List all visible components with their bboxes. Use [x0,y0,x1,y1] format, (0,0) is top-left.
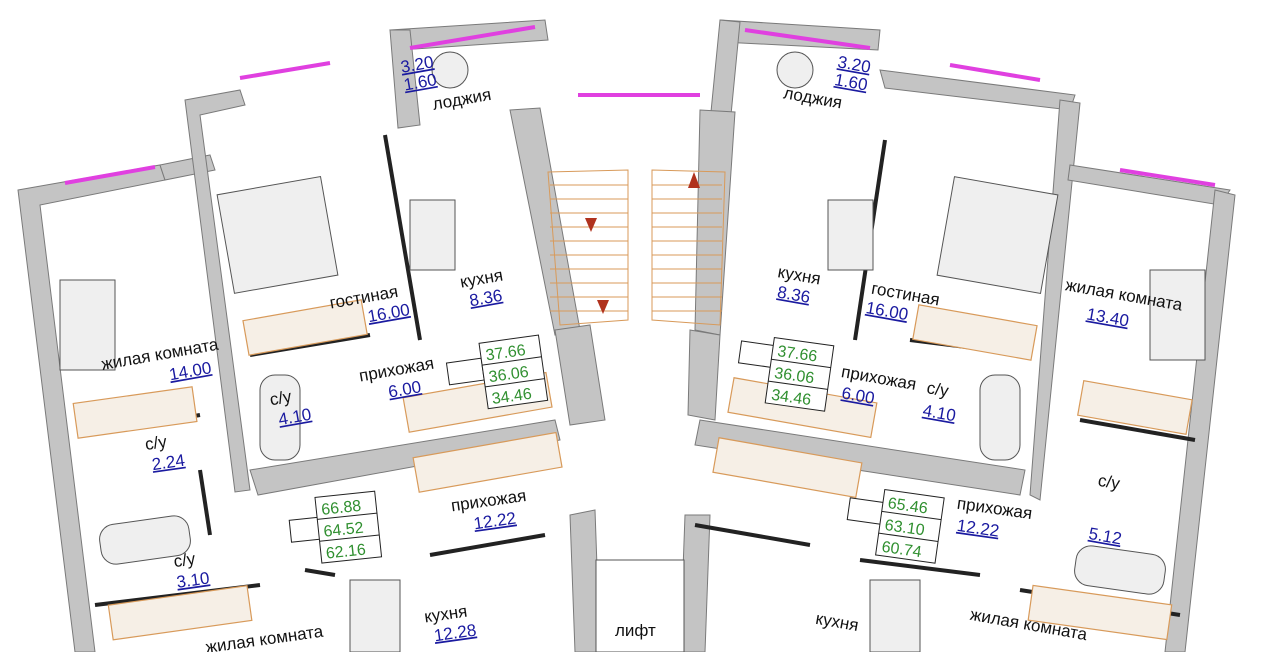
walls-right [679,19,1236,652]
arrow-up-icon [688,172,700,188]
arrow-down-icon [597,300,609,314]
furniture [59,51,1206,652]
totals-box-right-2: 65.46 63.10 60.74 [846,488,945,564]
bath2-label-left: с/у [144,432,169,454]
living-area-total: 36.06 [488,364,530,386]
room-area-left: 14.00 [168,358,213,384]
totals-box-right-1: 37.66 36.06 34.46 [737,336,835,412]
bath-label-left: с/у [268,387,293,410]
hall2-area-right: 12.22 [956,516,1001,541]
room-area-right: 13.40 [1085,304,1130,330]
hall2-label-left: прихожая [450,486,528,515]
bath2-area-right: 5.12 [1087,524,1123,548]
lift-label: лифт [615,621,656,640]
living-area-total: 64.52 [323,520,365,541]
net-area: 60.74 [881,539,923,561]
total-area: 65.46 [887,495,929,517]
totals-box-left-1: 37.66 36.06 34.46 [445,334,549,410]
total-area: 37.66 [485,342,527,364]
loggia-label-left: лоджия [431,85,493,114]
staircase [547,169,726,326]
lift-shaft [595,559,685,652]
total-area: 37.66 [776,343,818,365]
arrow-down-icon [585,218,597,232]
kitchen2-label-right: кухня [814,609,860,635]
walls-left [17,19,606,652]
net-area: 62.16 [325,541,367,562]
windows [64,25,1216,187]
bath3-area-left: 3.10 [175,568,210,591]
total-area: 66.88 [320,498,362,519]
hall2-area-left: 12.22 [472,509,517,534]
living-area-total: 36.06 [773,365,815,387]
net-area: 34.46 [770,387,812,409]
bath-area-right: 4.10 [921,401,957,425]
totals-box-left-2: 66.88 64.52 62.16 [288,490,383,564]
bath2-label-right: с/у [1097,471,1122,494]
net-area: 34.46 [491,386,533,408]
bath-label-right: с/у [925,378,950,401]
bath2-area-left: 2.24 [151,451,186,474]
living-area-total: 63.10 [884,517,926,539]
room2-label-left: жилая комната [204,622,324,652]
bath3-label-left: с/у [172,549,197,571]
